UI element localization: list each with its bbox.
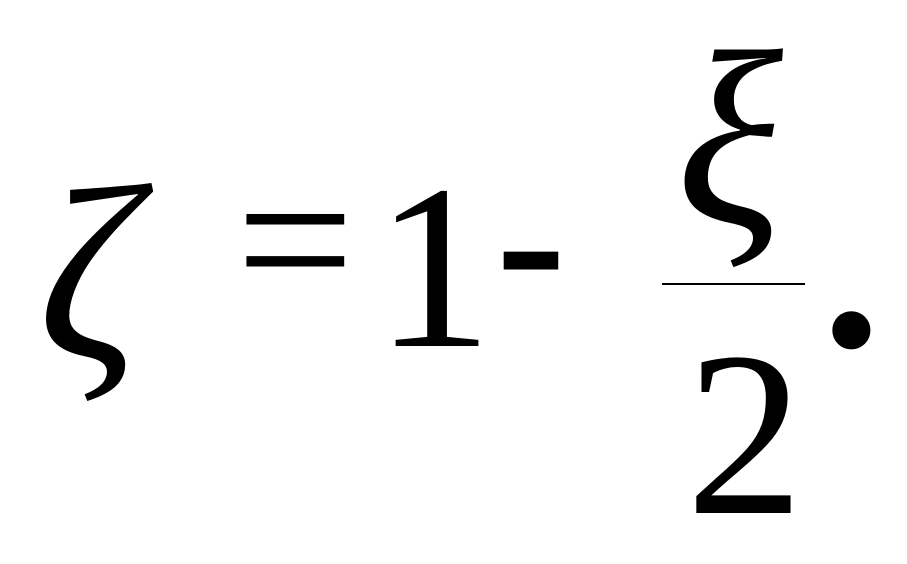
zeta-symbol: ζ bbox=[38, 136, 140, 413]
xi-numerator: ξ bbox=[676, 1, 784, 278]
number-one: 1 bbox=[375, 137, 493, 397]
minus-sign: - bbox=[496, 124, 566, 356]
equals-sign: = bbox=[236, 124, 355, 356]
period: . bbox=[822, 137, 881, 397]
equation: ζ = 1 - ξ 2 . bbox=[38, 1, 881, 564]
denominator-two: 2 bbox=[686, 304, 804, 564]
fraction-bar bbox=[662, 283, 805, 285]
